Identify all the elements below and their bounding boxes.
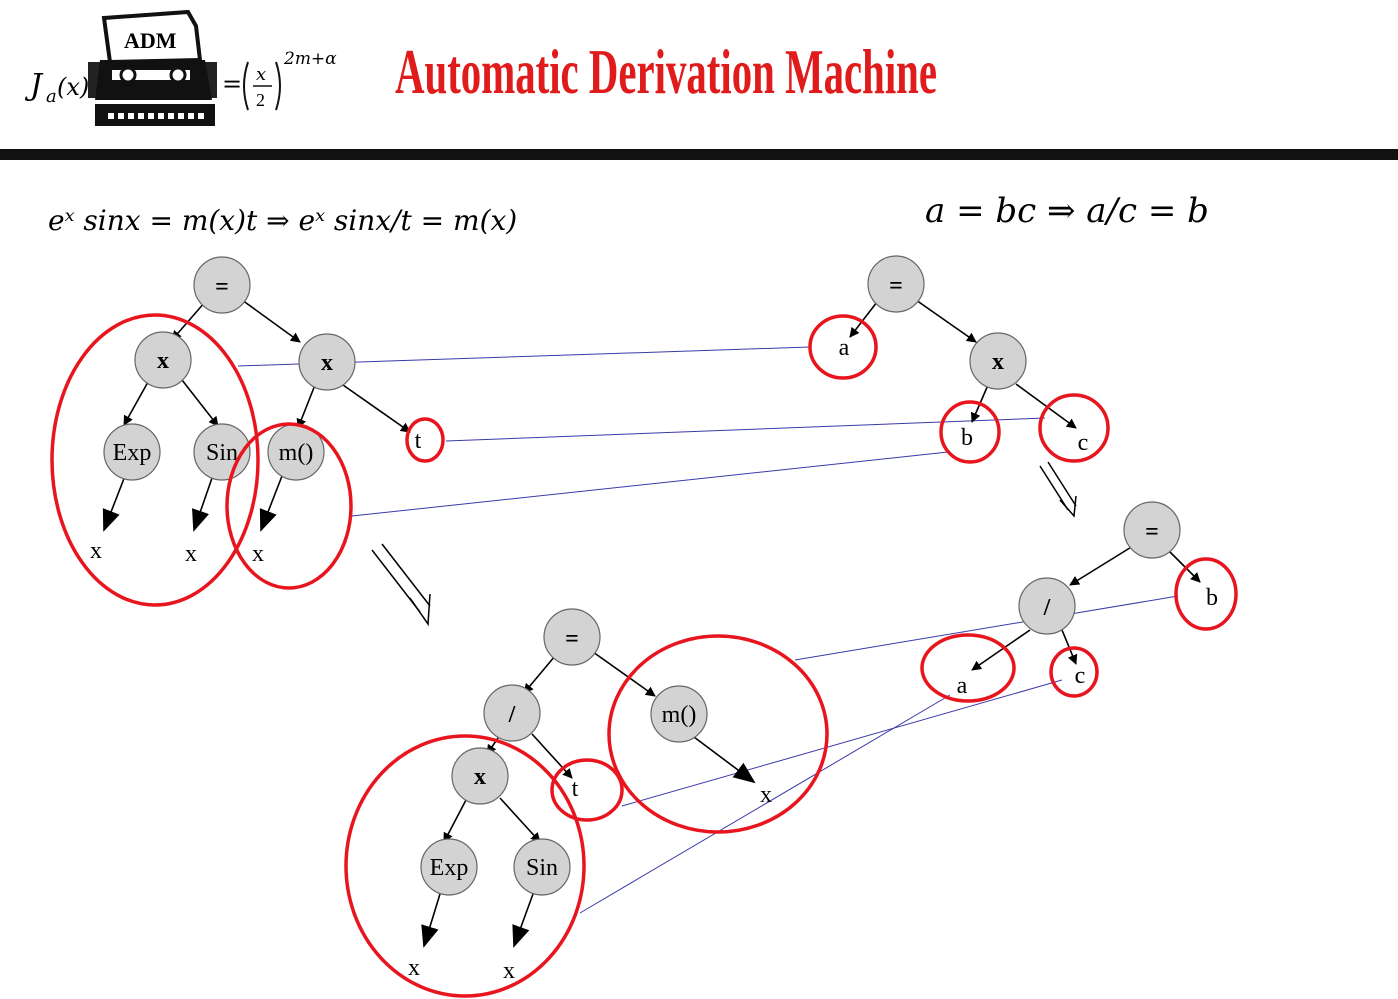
logo-j-subscript: a — [46, 86, 57, 107]
tree-right-top-a-label: a — [839, 335, 850, 361]
tree-left-exp-label: Exp — [113, 440, 152, 466]
logo-exponent: 2m+α — [283, 49, 337, 69]
tree-right-mid-nodes — [1018, 501, 1181, 635]
highlight-right-b — [939, 400, 1001, 464]
tree-bottom-t-label: t — [572, 776, 579, 802]
tree-left-mul2-label: x — [321, 350, 333, 376]
logo-adm-label: ADM — [124, 28, 177, 53]
tree-left-exp-node — [103, 423, 161, 481]
tree-bottom-sin-label: Sin — [526, 855, 558, 881]
tree-bottom-div-label: / — [508, 702, 516, 728]
tree-bottom-exp-node — [420, 838, 478, 896]
tree-left-mul2-node — [298, 333, 356, 391]
tree-left-x2-label: x — [185, 541, 197, 567]
tree-bottom-root-label: = — [565, 626, 579, 652]
tree-right-top-edges — [849, 299, 1077, 429]
tree-right-top-mul-label: x — [992, 349, 1004, 375]
link-bottom-m-to-b — [794, 595, 1179, 661]
tree-right-mid-b-label: b — [1206, 585, 1218, 611]
tree-left-mul1-label: x — [157, 348, 169, 374]
adm-logo: J a (x)= ADM = x 2 2m+α — [24, 9, 337, 126]
tree-right-mid-a-label: a — [957, 673, 968, 699]
header-divider — [0, 149, 1398, 160]
link-m-to-b — [351, 451, 949, 517]
tree-left-nodes — [103, 256, 356, 481]
tree-left-edges — [102, 299, 411, 532]
highlight-mid-a — [920, 633, 1016, 703]
tree-right-mid-c-label: c — [1075, 663, 1086, 689]
tree-bottom-m-label: m() — [662, 702, 697, 728]
tree-right-top-root-node — [867, 255, 925, 313]
tree-bottom-sin-node — [513, 838, 571, 896]
tree-right-mid-div-node — [1018, 577, 1076, 635]
logo-right-paren — [275, 61, 281, 111]
tree-bottom-x1-label: x — [408, 955, 420, 981]
tree-left-mul1-node — [134, 331, 192, 389]
highlight-right-a — [808, 314, 878, 380]
logo-frac-numerator: x — [256, 64, 266, 85]
tree-left-x1-label: x — [90, 538, 102, 564]
formula-right: a = bc ⇒ a/c = b — [925, 191, 1209, 231]
highlight-left-mul-subtree — [50, 313, 260, 607]
tree-bottom-mul-label: x — [474, 764, 486, 790]
tree-right-mid-div-label: / — [1043, 595, 1051, 621]
logo-left-paren — [243, 61, 249, 111]
highlight-bottom-t — [550, 758, 624, 822]
tree-left-m-label: m() — [279, 440, 314, 466]
highlight-mid-c — [1049, 646, 1099, 698]
tree-bottom-div-node — [483, 684, 541, 742]
tree-bottom-nodes — [420, 608, 708, 896]
page-title: Automatic Derivation Machine — [395, 36, 937, 107]
tree-right-top-mul-node — [969, 332, 1027, 390]
highlight-bottom-mul-subtree — [344, 734, 586, 998]
tree-right-top-b-label: b — [961, 425, 973, 451]
tree-bottom-mul-node — [451, 747, 509, 805]
tree-bottom-xm-label: x — [760, 782, 772, 808]
tree-bottom-exp-label: Exp — [430, 855, 469, 881]
highlight-right-c — [1038, 393, 1110, 463]
tree-left-root-node — [193, 256, 251, 314]
tree-right-mid-root-label: = — [1145, 519, 1159, 545]
highlight-mid-b — [1174, 557, 1238, 631]
tree-left-root-label: = — [215, 274, 229, 300]
machine-icon — [88, 9, 217, 126]
highlight-left-t — [405, 417, 445, 463]
logo-j-symbol: J — [24, 68, 44, 103]
link-t-to-c — [445, 417, 1046, 442]
tree-left-t-label: t — [415, 428, 422, 454]
tree-right-top-root-label: = — [889, 273, 903, 299]
link-bottom-mul-to-a — [579, 694, 951, 914]
tree-left-sin-label: Sin — [206, 440, 238, 466]
logo-equals: = — [222, 70, 242, 98]
tree-right-top-nodes — [867, 255, 1027, 390]
tree-right-top-c-label: c — [1078, 430, 1089, 456]
highlight-left-m-subtree — [225, 422, 353, 590]
tree-bottom-edges — [421, 651, 756, 948]
transform-arrow-left — [371, 543, 431, 627]
highlight-bottom-m-subtree — [607, 634, 829, 834]
transform-arrow-right — [1039, 461, 1077, 518]
link-bottom-t-to-c — [621, 679, 1063, 807]
tree-right-mid-root-node — [1123, 501, 1181, 559]
logo-frac-denominator: 2 — [256, 90, 265, 110]
tree-left-x3-label: x — [252, 541, 264, 567]
highlight-circles — [50, 313, 1238, 998]
tree-bottom-x2-label: x — [503, 958, 515, 984]
formula-left: eˣ sinx = m(x)t ⇒ eˣ sinx/t = m(x) — [48, 204, 517, 237]
tree-bottom-root-node — [543, 608, 601, 666]
tree-bottom-m-node — [650, 685, 708, 743]
